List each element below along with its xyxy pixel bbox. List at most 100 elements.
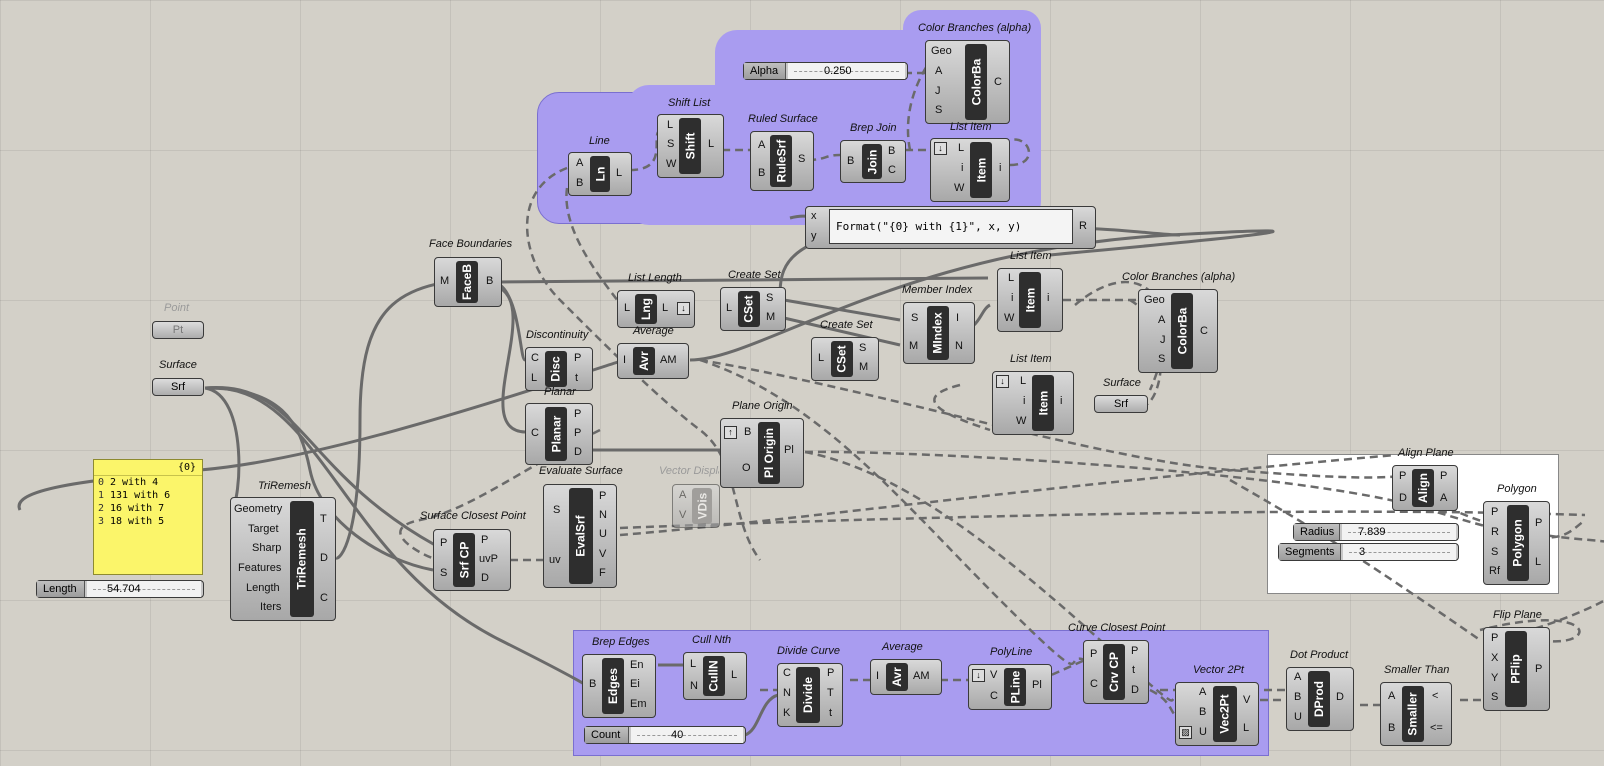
- output-t[interactable]: t: [1132, 664, 1136, 676]
- create-set-component-2[interactable]: L CSet S M: [811, 337, 879, 381]
- surface-closest-point-component[interactable]: P S Srf CP P uvP D: [433, 529, 511, 591]
- input-d[interactable]: D: [1399, 492, 1407, 504]
- input-u[interactable]: U: [1294, 711, 1302, 723]
- output-p[interactable]: P: [1440, 470, 1448, 482]
- output-s[interactable]: S: [798, 153, 806, 165]
- input-n[interactable]: N: [690, 680, 698, 692]
- input-p[interactable]: P: [440, 537, 448, 549]
- input-s[interactable]: S: [440, 567, 448, 579]
- input-b[interactable]: B: [1294, 691, 1302, 703]
- input-y[interactable]: Y: [1491, 672, 1499, 684]
- polygon-component[interactable]: P R S Rf Polygon P L: [1483, 501, 1550, 585]
- output-p[interactable]: P: [1131, 645, 1139, 657]
- input-b[interactable]: B: [1388, 722, 1396, 734]
- point-param[interactable]: Pt: [152, 321, 204, 339]
- input-l[interactable]: L: [726, 302, 733, 314]
- output-d[interactable]: D: [574, 446, 582, 458]
- discontinuity-component[interactable]: C L Disc P t: [525, 347, 593, 391]
- output-am[interactable]: AM: [660, 354, 677, 366]
- output-i[interactable]: i: [999, 162, 1002, 174]
- output-l[interactable]: L: [708, 138, 715, 150]
- input-a[interactable]: A: [1294, 671, 1302, 683]
- input-l[interactable]: L: [667, 119, 674, 131]
- input-l[interactable]: L: [1008, 272, 1015, 284]
- surface-param-1[interactable]: Srf: [152, 378, 204, 396]
- output-t[interactable]: T: [320, 513, 327, 525]
- input-l[interactable]: L: [690, 658, 697, 670]
- input-p[interactable]: P: [1491, 632, 1499, 644]
- input-geo[interactable]: Geo: [1144, 294, 1165, 306]
- length-slider[interactable]: Length 54.704: [36, 580, 204, 598]
- vector-display-component[interactable]: A V VDis: [672, 484, 720, 528]
- input-c[interactable]: C: [990, 690, 998, 702]
- input-r[interactable]: R: [1491, 526, 1499, 538]
- input-y[interactable]: y: [811, 230, 817, 242]
- output-a[interactable]: A: [1440, 492, 1448, 504]
- align-plane-component[interactable]: P D Align P A: [1392, 465, 1458, 511]
- member-index-component[interactable]: S M MIndex I N: [903, 302, 975, 364]
- output-p2[interactable]: P: [574, 427, 582, 439]
- flatten-icon[interactable]: ↓: [677, 302, 690, 315]
- input-c[interactable]: C: [531, 352, 539, 364]
- input-v[interactable]: V: [990, 669, 998, 681]
- input-x[interactable]: x: [811, 210, 817, 222]
- unitize-icon[interactable]: ▨: [1179, 726, 1192, 739]
- input-s[interactable]: S: [1491, 546, 1499, 558]
- face-boundaries-component[interactable]: M FaceB B: [434, 257, 502, 307]
- input-a[interactable]: A: [1388, 690, 1396, 702]
- input-l[interactable]: L: [818, 352, 825, 364]
- input-b[interactable]: B: [847, 155, 855, 167]
- input-s[interactable]: S: [553, 504, 561, 516]
- segments-slider[interactable]: Segments 3: [1278, 543, 1459, 561]
- output-c[interactable]: C: [994, 76, 1002, 88]
- input-n[interactable]: N: [783, 687, 791, 699]
- output-r[interactable]: R: [1079, 220, 1087, 232]
- input-iters[interactable]: Iters: [260, 601, 282, 613]
- output-v[interactable]: V: [1243, 694, 1251, 706]
- input-a[interactable]: A: [576, 157, 584, 169]
- output-d[interactable]: D: [1131, 684, 1139, 696]
- output-p[interactable]: P: [827, 667, 835, 679]
- output-p[interactable]: P: [574, 408, 582, 420]
- input-m[interactable]: M: [909, 340, 919, 352]
- output-n[interactable]: N: [599, 509, 607, 521]
- planar-component[interactable]: C Planar P P D: [525, 403, 593, 465]
- output-b[interactable]: B: [888, 145, 896, 157]
- input-x[interactable]: X: [1491, 652, 1499, 664]
- input-s[interactable]: S: [911, 312, 919, 324]
- output-b[interactable]: B: [486, 275, 494, 287]
- output-c[interactable]: C: [320, 592, 328, 604]
- input-a[interactable]: A: [935, 65, 943, 77]
- ruled-surface-component[interactable]: A B RuleSrf S: [750, 131, 814, 191]
- input-s[interactable]: S: [935, 104, 943, 116]
- flatten-icon[interactable]: ↓: [934, 142, 947, 155]
- output-ei[interactable]: Ei: [630, 678, 640, 690]
- input-i[interactable]: i: [1011, 292, 1014, 304]
- output-d[interactable]: D: [1336, 691, 1344, 703]
- input-u[interactable]: U: [1199, 726, 1207, 738]
- input-i[interactable]: i: [1023, 395, 1026, 407]
- input-i[interactable]: I: [876, 670, 880, 682]
- list-item-component-3[interactable]: ↓ L i W Item i: [992, 371, 1074, 435]
- shift-list-component[interactable]: L S W Shift L: [657, 114, 724, 178]
- output-i[interactable]: i: [1047, 292, 1050, 304]
- format-expression-component[interactable]: x y Format("{0} with {1}", x, y) R: [805, 206, 1096, 249]
- input-a[interactable]: A: [1199, 686, 1207, 698]
- average-component-2[interactable]: I Avr AM: [870, 659, 942, 695]
- input-features[interactable]: Features: [238, 562, 282, 574]
- input-m[interactable]: M: [440, 275, 450, 287]
- input-i[interactable]: I: [623, 354, 627, 366]
- output-l[interactable]: L: [616, 167, 623, 179]
- input-length[interactable]: Length: [246, 582, 280, 594]
- input-l[interactable]: L: [958, 142, 965, 154]
- input-l[interactable]: L: [531, 372, 538, 384]
- output-s[interactable]: S: [766, 292, 774, 304]
- alpha-slider[interactable]: Alpha 0.250: [743, 62, 908, 80]
- input-w[interactable]: W: [666, 158, 677, 170]
- input-p[interactable]: P: [1399, 470, 1407, 482]
- list-length-component[interactable]: L Lng L ↓: [617, 290, 695, 328]
- create-set-component-1[interactable]: L CSet S M: [720, 287, 786, 331]
- input-rf[interactable]: Rf: [1489, 565, 1500, 577]
- input-s[interactable]: S: [667, 138, 675, 150]
